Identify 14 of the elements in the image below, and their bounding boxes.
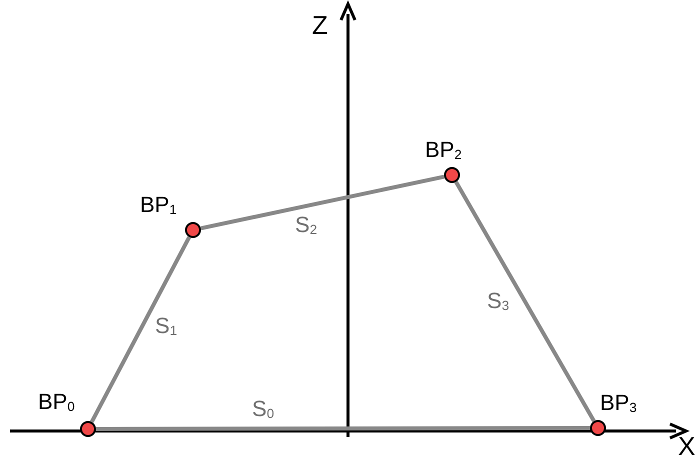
point-label: BP$_{3}$: [600, 390, 637, 417]
point-label: BP$_{0}$: [38, 389, 75, 416]
line-segment: [90, 236, 192, 423]
line-segment: [200, 174, 445, 230]
segment-label: S$_{0}$: [252, 396, 274, 423]
line-segment: [96, 426, 590, 431]
axis-label: Z: [312, 11, 328, 39]
point-label: BP$_{1}$: [140, 192, 177, 219]
segment-label: S$_{2}$: [295, 212, 318, 239]
point-label: BP$_{2}$: [425, 137, 462, 164]
axis-label: X: [678, 432, 696, 460]
line-segment: [454, 180, 596, 422]
segment-label: S$_{1}$: [155, 313, 178, 340]
segment-label: S$_{3}$: [487, 288, 510, 315]
